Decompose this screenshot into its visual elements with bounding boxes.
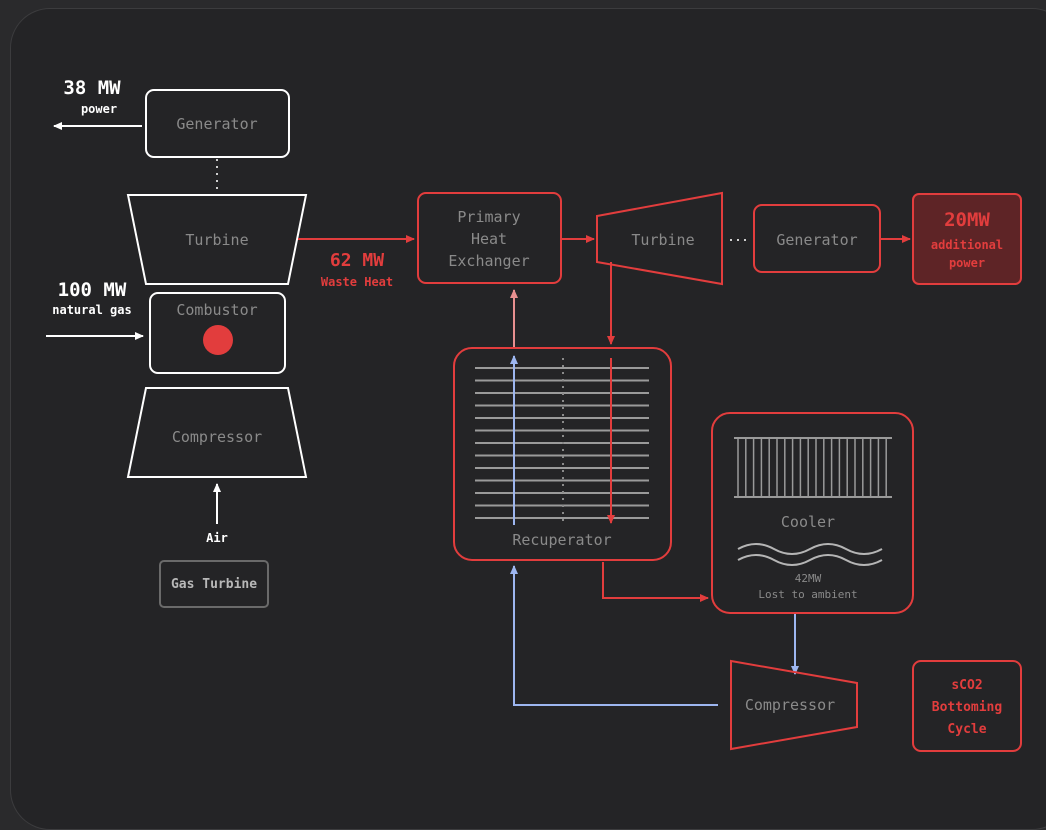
gt-compressor-label: Compressor [172, 428, 262, 446]
cooler-wave-2 [737, 554, 883, 566]
gt-combustor-label: Combustor [176, 301, 257, 319]
sco2-badge-line3: Cycle [947, 722, 986, 737]
sco2-badge-line2: Bottoming [932, 700, 1002, 715]
cooler-label: Cooler [781, 513, 835, 531]
gt-input-label: natural gas [52, 303, 131, 317]
additional-power-value: 20MW [944, 209, 990, 231]
gt-combustor-box [149, 292, 286, 374]
cooler-loss-label: Lost to ambient [758, 588, 857, 601]
gt-output-value: 38 MW [63, 77, 121, 99]
waste-heat-flow: 62 MW Waste Heat [298, 235, 415, 289]
sco2-compressor-shape [730, 659, 858, 751]
gt-turbine-label: Turbine [185, 231, 248, 249]
gt-output-label: power [81, 102, 117, 116]
cooler-fins [737, 438, 887, 497]
diagram-canvas: 38 MW power Generator Turbine 100 MW nat… [46, 77, 1022, 752]
additional-power-line1: additional [931, 238, 1003, 252]
sco2-generator-box [753, 204, 881, 273]
waste-heat-value: 62 MW [330, 250, 384, 271]
gt-badge-label: Gas Turbine [171, 577, 257, 592]
cooler-wave-1 [737, 543, 883, 555]
waste-heat-label: Waste Heat [321, 275, 393, 289]
sco2-badge-box [912, 660, 1022, 752]
gt-input-value: 100 MW [58, 279, 127, 301]
primary-heat-exchanger-box [417, 192, 562, 284]
cooler-loss-value: 42MW [795, 572, 822, 585]
recuperator-to-cooler-arrow [602, 562, 709, 602]
gt-compressor-shape [126, 387, 308, 478]
compressor-to-recuperator-arrow [510, 565, 718, 706]
hx-label-line3: Exchanger [448, 252, 529, 270]
hx-label-line1: Primary [457, 208, 520, 226]
cooler-box [711, 412, 914, 614]
sco2-compressor-label: Compressor [745, 696, 835, 714]
sco2-turbine-shape [596, 191, 723, 286]
sco2-cycle-section: Primary Heat Exchanger Turbine Generator… [417, 191, 1022, 752]
flame-icon [203, 325, 233, 355]
additional-power-line2: power [949, 256, 985, 270]
sco2-turbine-label: Turbine [631, 231, 694, 249]
recuperator-label: Recuperator [512, 531, 611, 549]
gt-generator-label: Generator [176, 115, 257, 133]
additional-power-box [912, 193, 1022, 285]
hx-label-line2: Heat [471, 230, 507, 248]
gt-air-label: Air [206, 531, 228, 545]
sco2-badge-line1: sCO2 [951, 678, 982, 693]
sco2-generator-label: Generator [776, 231, 857, 249]
gas-turbine-section: 38 MW power Generator Turbine 100 MW nat… [46, 77, 308, 608]
recuperator-box [453, 347, 672, 561]
gt-badge-box [159, 560, 269, 608]
gt-generator-box [145, 89, 290, 158]
gt-turbine-shape [126, 194, 308, 285]
